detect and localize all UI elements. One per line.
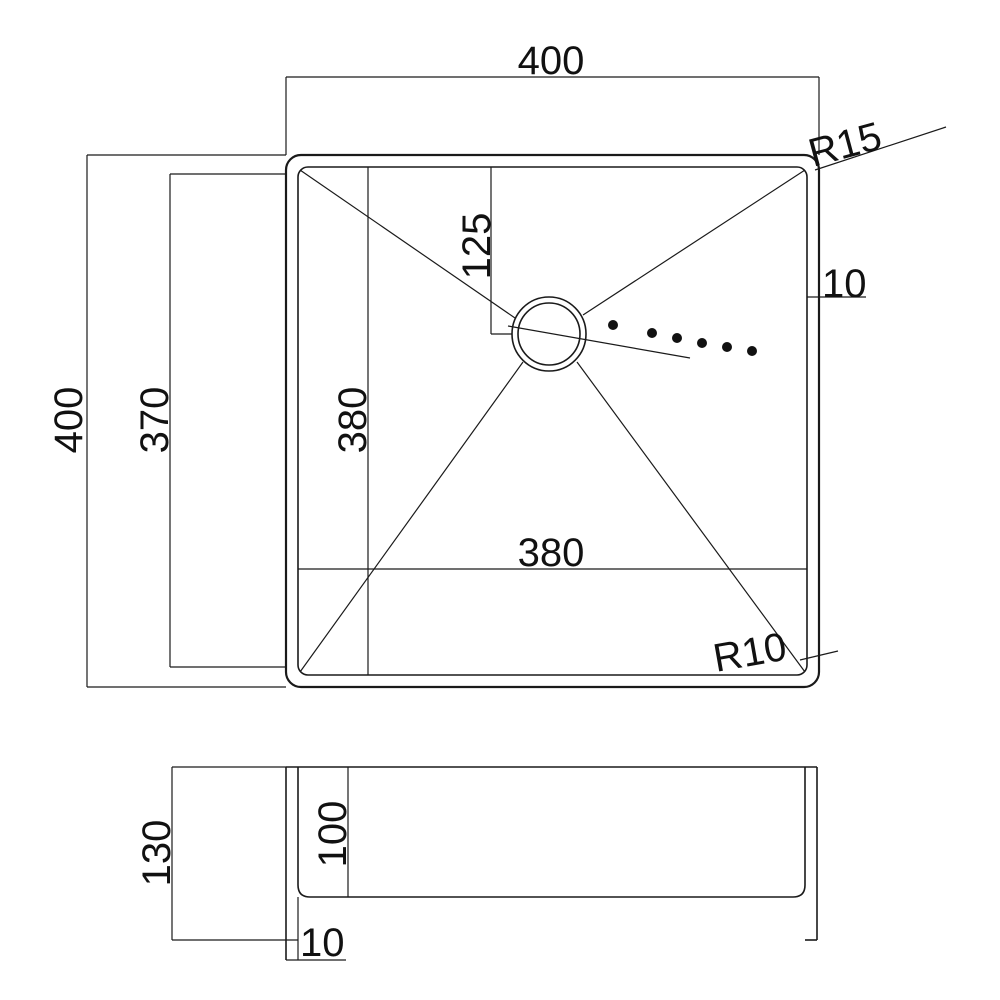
dimension-side-rim-thickness: 10 — [286, 897, 346, 965]
radius-inner-label: R10 — [710, 625, 790, 681]
dimension-top-width: 400 — [285, 39, 820, 155]
drain-outer-circle — [511, 296, 587, 372]
overflow-hole — [722, 342, 732, 352]
dimension-drain-offset: 125 — [455, 167, 512, 335]
dimension-bowl-height: 380 — [331, 167, 375, 675]
height-370-label: 370 — [133, 387, 177, 454]
drain-offset-label: 125 — [455, 213, 499, 280]
slope-line-bottom-right — [576, 361, 806, 673]
overflow-hole — [672, 333, 682, 343]
dimension-370: 370 — [133, 173, 286, 668]
dimension-side-bowl-depth: 100 — [311, 767, 355, 897]
side-rim-thickness-label: 10 — [300, 921, 345, 965]
dimension-bowl-width: 380 — [298, 531, 807, 575]
side-bowl-profile — [297, 767, 806, 898]
drain-leader-line — [507, 325, 691, 359]
dimension-radius-outer: R15 — [804, 114, 947, 176]
radius-outer-label: R15 — [804, 114, 886, 175]
overflow-holes — [608, 320, 757, 356]
overflow-hole — [697, 338, 707, 348]
side-total-height-label: 130 — [135, 820, 179, 887]
bowl-height-label: 380 — [331, 387, 375, 454]
side-bowl-depth-label: 100 — [311, 801, 355, 868]
slope-line-top-left — [299, 169, 516, 319]
side-view: 130 100 10 — [135, 766, 818, 965]
rim-width-label: 10 — [822, 262, 867, 306]
overflow-hole — [608, 320, 618, 330]
dimension-left-height: 400 — [47, 154, 286, 688]
top-width-label: 400 — [518, 39, 585, 83]
inner-bowl-outline — [297, 166, 808, 676]
outer-rim-outline — [284, 153, 821, 689]
slope-line-top-right — [582, 169, 806, 316]
dimension-side-total-height: 130 — [135, 766, 298, 941]
dimension-rim-width: 10 — [807, 262, 867, 306]
drain-inner-circle — [517, 302, 581, 366]
bowl-width-label: 380 — [518, 531, 585, 575]
overflow-hole — [747, 346, 757, 356]
top-view: 400 400 370 380 380 — [47, 39, 947, 689]
slope-line-bottom-left — [299, 361, 524, 673]
overflow-hole — [647, 328, 657, 338]
left-height-label: 400 — [47, 387, 91, 454]
